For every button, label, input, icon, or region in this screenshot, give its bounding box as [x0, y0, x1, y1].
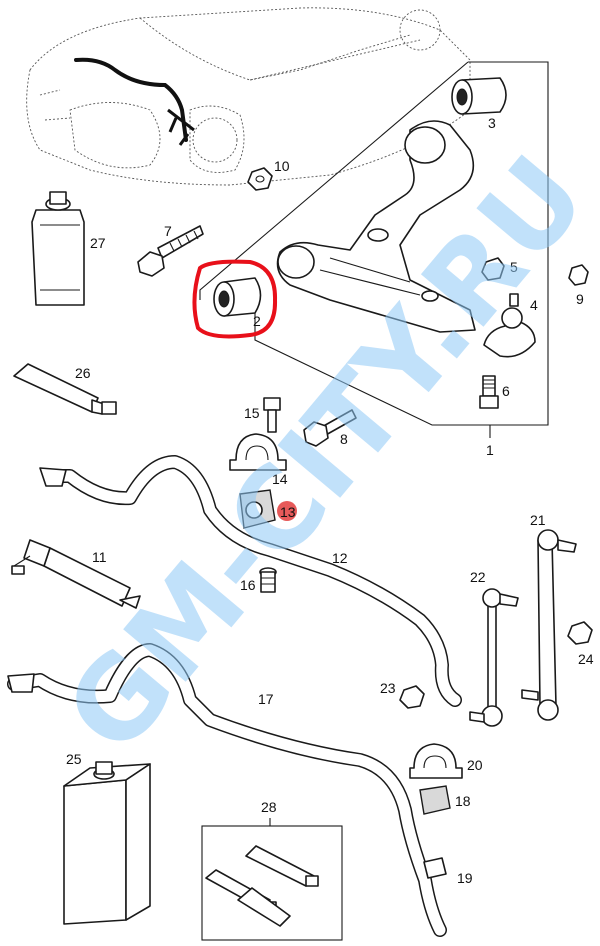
part-label-9: 9 — [576, 291, 584, 307]
bolt-part-15: 15 — [244, 397, 281, 433]
clamp-part-20: 20 — [409, 743, 483, 779]
part-label-25: 25 — [66, 751, 82, 767]
part-label-16: 16 — [240, 577, 256, 593]
bushing-part-2: 2 — [213, 277, 262, 329]
part-label-11: 11 — [92, 549, 107, 565]
bolt-part-7: 7 — [137, 223, 204, 277]
part-label-20: 20 — [467, 757, 483, 773]
part-label-28: 28 — [261, 799, 277, 815]
part-label-15: 15 — [244, 405, 260, 421]
nut-part-24: 24 — [567, 621, 594, 667]
bolt-part-16: 16 — [240, 567, 277, 593]
nut-part-5: 5 — [481, 257, 518, 281]
part-label-17: 17 — [258, 691, 274, 707]
nut-part-10: 10 — [247, 158, 290, 191]
part-label-8: 8 — [340, 431, 348, 447]
part-label-10: 10 — [274, 158, 290, 174]
part-label-4: 4 — [530, 297, 538, 313]
part-label-27: 27 — [90, 235, 106, 251]
part-label-14: 14 — [272, 471, 288, 487]
car-outline-illustration — [26, 7, 471, 186]
part-label-22: 22 — [470, 569, 486, 585]
stabilizer-bar-part-12: 12 — [39, 455, 462, 707]
nut-part-23: 23 — [380, 680, 425, 709]
nut-part-9: 9 — [568, 264, 589, 307]
stabilizer-bushing-part-13: 13 — [239, 489, 297, 529]
kit-box-part-28: 28 — [201, 799, 343, 941]
part-label-13: 13 — [280, 504, 296, 520]
link-part-21: 21 — [521, 512, 577, 721]
part-label-19: 19 — [457, 870, 473, 886]
bushing-part-19: 19 — [423, 857, 473, 886]
link-part-22: 22 — [469, 569, 519, 727]
clamp-part-14: 14 — [229, 433, 288, 487]
strut-cylinder-part-11: 11 — [11, 539, 141, 609]
stabilizer-bar-part-17: 17 — [7, 643, 447, 937]
grease-tube-part-26: 26 — [13, 363, 117, 415]
highlight-marker — [277, 501, 297, 521]
part-label-6: 6 — [502, 383, 510, 399]
part-label-5: 5 — [510, 259, 518, 275]
ball-joint-part-4: 4 — [483, 293, 538, 358]
part-label-7: 7 — [164, 223, 172, 239]
part-label-1: 1 — [486, 442, 494, 458]
part-label-2: 2 — [253, 313, 261, 329]
bolt-part-8: 8 — [303, 409, 357, 447]
highlight-outline — [192, 259, 278, 339]
part-label-12: 12 — [332, 550, 348, 566]
part-label-18: 18 — [455, 793, 471, 809]
part-label-26: 26 — [75, 365, 91, 381]
fluid-bottle-part-27: 27 — [31, 191, 106, 306]
part-label-3: 3 — [488, 115, 496, 131]
bushing-part-3: 3 — [451, 77, 507, 131]
control-arm — [276, 120, 476, 333]
bushing-part-18: 18 — [419, 785, 471, 815]
part-label-23: 23 — [380, 680, 396, 696]
watermark-text: GM-CITY.RU — [41, 133, 600, 778]
part-label-21: 21 — [530, 512, 546, 528]
bolt-part-6: 6 — [479, 375, 510, 409]
oil-can-part-25: 25 — [63, 751, 151, 925]
part-label-24: 24 — [578, 651, 594, 667]
